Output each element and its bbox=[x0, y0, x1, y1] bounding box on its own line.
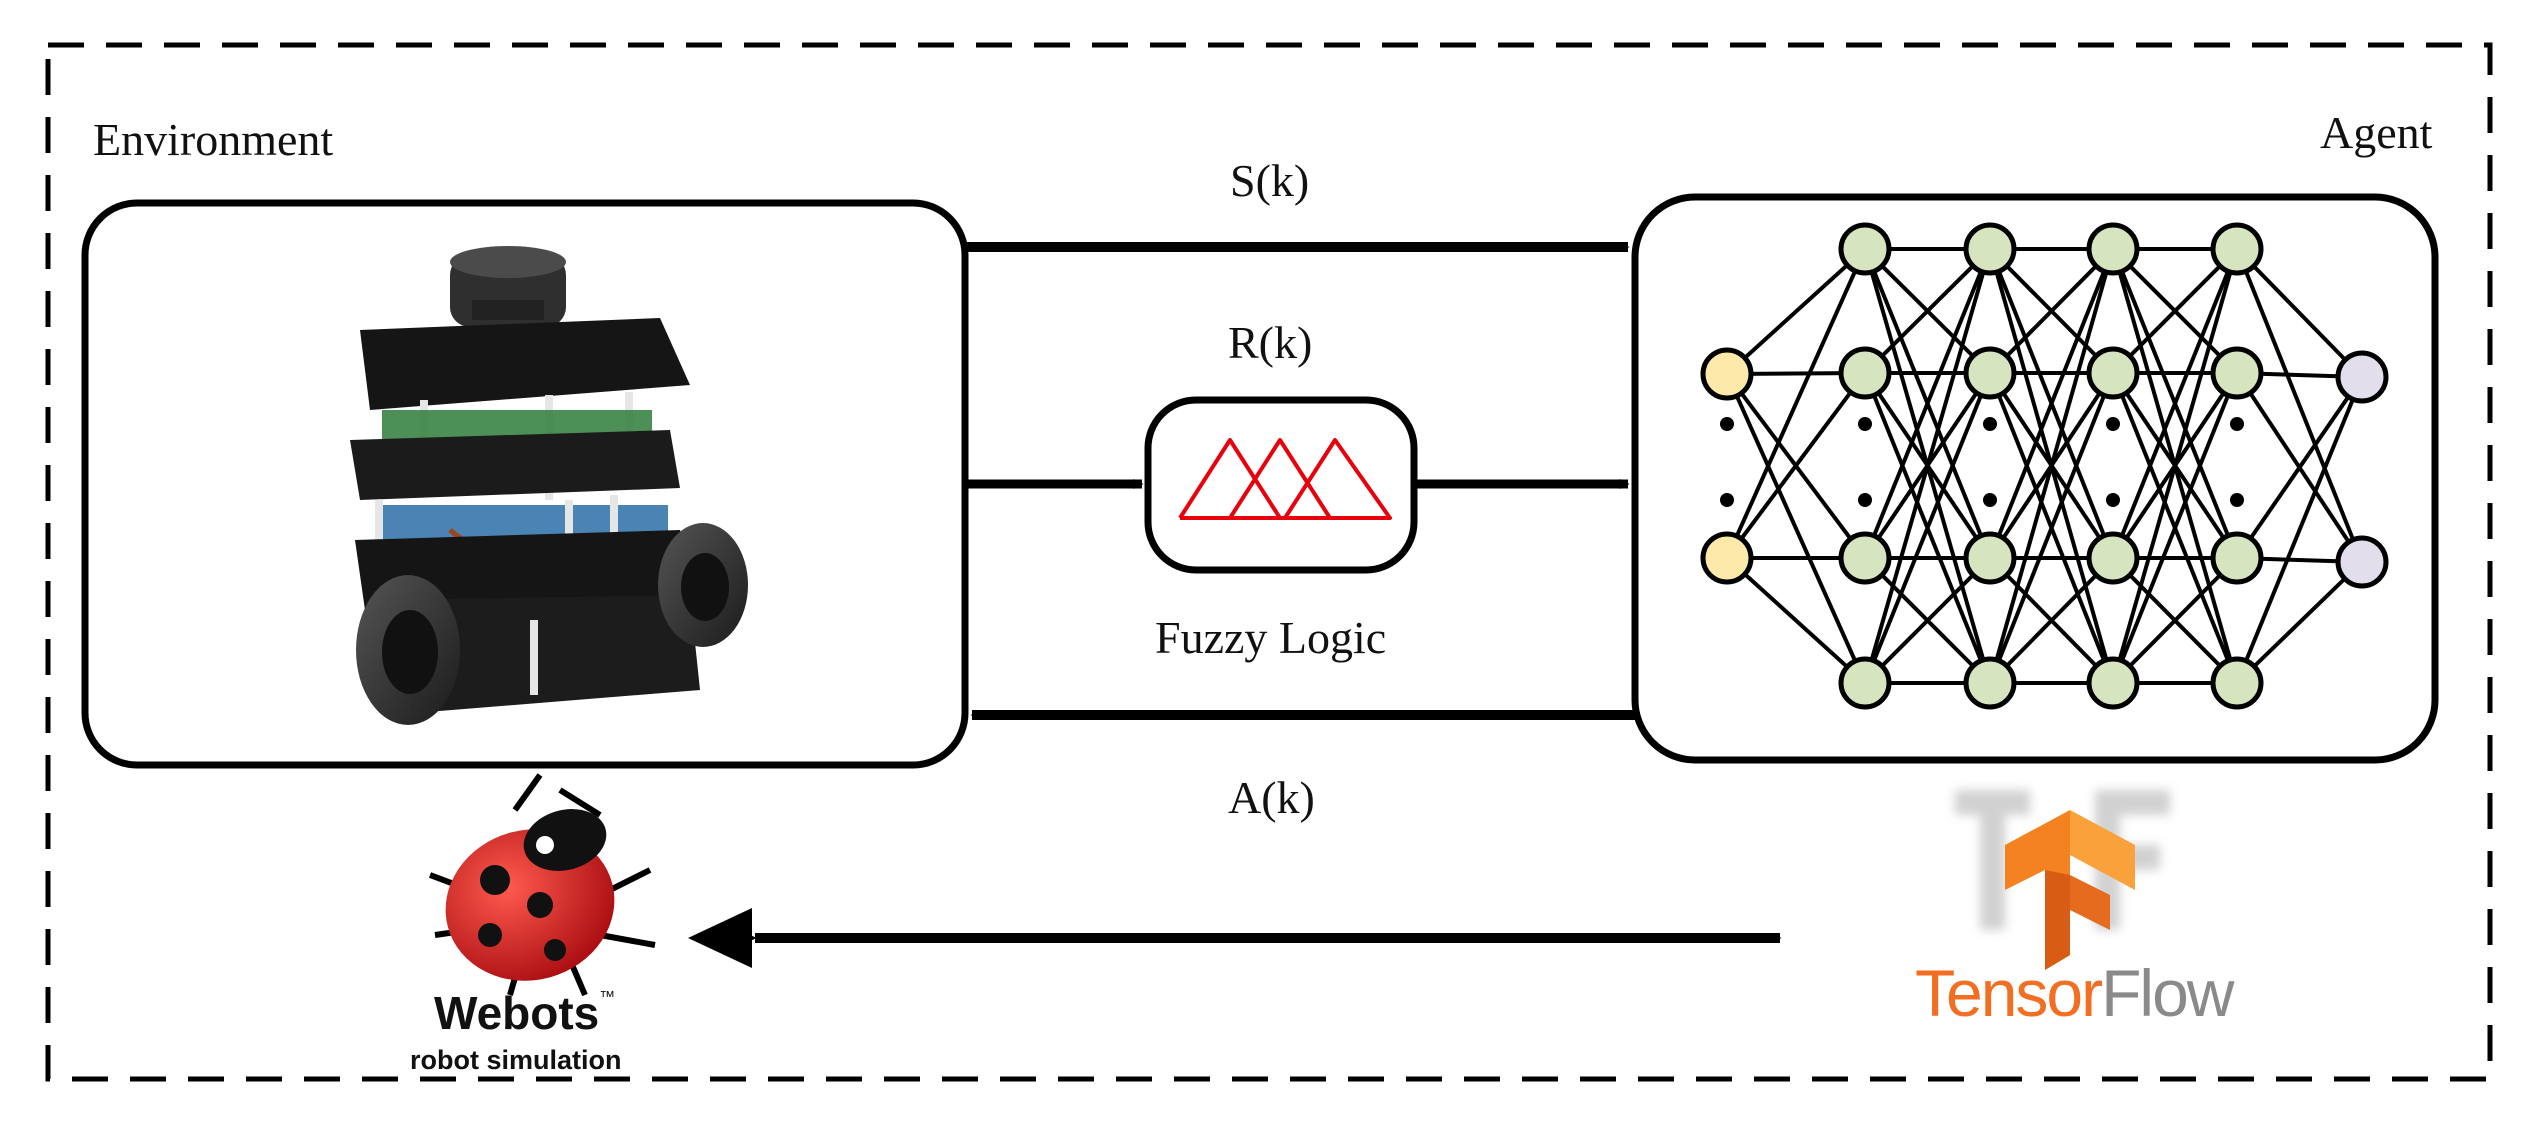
nn-hidden-node bbox=[2086, 531, 2140, 585]
webots-tagline: robot simulation bbox=[410, 1045, 622, 1075]
nn-ellipsis-dot bbox=[2230, 417, 2244, 431]
nn-edge bbox=[1863, 248, 1992, 684]
nn-ellipsis-dot bbox=[1720, 493, 1734, 507]
nn-hidden-node bbox=[2086, 656, 2140, 710]
nn-hidden-node bbox=[2210, 656, 2264, 710]
nn-hidden-node bbox=[2210, 222, 2264, 276]
nn-edge bbox=[2235, 247, 2364, 379]
nn-input-node bbox=[1700, 531, 1754, 585]
nn-edge bbox=[1863, 248, 1992, 559]
reward-label: R(k) bbox=[1228, 317, 1313, 368]
nn-hidden-node bbox=[1838, 656, 1892, 710]
turtlebot-robot-icon bbox=[350, 246, 748, 725]
tensorflow-wordmark: TensorFlow bbox=[1915, 960, 2234, 1026]
nn-edge bbox=[2111, 247, 2239, 375]
nn-edge bbox=[2235, 375, 2364, 560]
nn-output-node bbox=[2335, 535, 2389, 589]
agent-label: Agent bbox=[2320, 107, 2433, 158]
webots-wordmark: Webots™ bbox=[434, 987, 616, 1039]
nn-edge bbox=[1863, 247, 1992, 375]
nn-edge bbox=[2111, 556, 2239, 685]
nn-edge bbox=[1863, 556, 1992, 685]
nn-edge bbox=[2111, 248, 2239, 684]
nn-edge bbox=[1988, 248, 2115, 684]
nn-ellipsis-dot bbox=[2230, 493, 2244, 507]
nn-hidden-node bbox=[2086, 346, 2140, 400]
nn-ellipsis-dot bbox=[1720, 417, 1734, 431]
nn-hidden-node bbox=[1963, 531, 2017, 585]
state-label: S(k) bbox=[1230, 155, 1310, 206]
nn-output-node bbox=[2335, 350, 2389, 404]
outer-dashed-frame bbox=[45, 42, 2493, 1082]
tensorflow-part2: Flow bbox=[2101, 956, 2234, 1030]
fuzzy-logic-box bbox=[1144, 396, 1418, 574]
nn-ellipsis-dot bbox=[1983, 417, 1997, 431]
nn-edge bbox=[1725, 248, 1867, 559]
nn-edge bbox=[1725, 247, 1867, 376]
nn-edge bbox=[1725, 371, 1867, 560]
nn-edge bbox=[2235, 376, 2364, 684]
nn-ellipsis-dot bbox=[2106, 417, 2120, 431]
nn-edge bbox=[1988, 248, 2115, 559]
tensorflow-logo-icon bbox=[1955, 790, 2170, 970]
nn-edge bbox=[1863, 372, 1992, 684]
nn-ellipsis-dot bbox=[1858, 493, 1872, 507]
nn-ellipsis-dot bbox=[1983, 493, 1997, 507]
nn-edge bbox=[2111, 372, 2239, 684]
nn-hidden-node bbox=[1963, 346, 2017, 400]
webots-name: Webots bbox=[434, 987, 600, 1039]
fuzzy-logic-label: Fuzzy Logic bbox=[1155, 612, 1387, 663]
environment-label: Environment bbox=[93, 114, 334, 165]
nn-hidden-node bbox=[1838, 531, 1892, 585]
nn-edge bbox=[2111, 248, 2239, 559]
nn-edge bbox=[1988, 556, 2115, 685]
nn-hidden-node bbox=[1963, 222, 2017, 276]
fuzzy-membership-triangles-icon bbox=[1178, 438, 1392, 520]
nn-hidden-node bbox=[1963, 656, 2017, 710]
ladybug-logo-icon bbox=[428, 773, 656, 997]
webots-tm: ™ bbox=[599, 989, 616, 1006]
nn-edge bbox=[1988, 247, 2115, 375]
tensorflow-part1: Tensor bbox=[1915, 956, 2103, 1030]
nn-ellipsis-dot bbox=[2106, 493, 2120, 507]
nn-hidden-node bbox=[2086, 222, 2140, 276]
agent-box bbox=[1631, 193, 2439, 764]
nn-edge bbox=[2235, 248, 2364, 563]
nn-edge bbox=[1725, 556, 1867, 685]
nn-input-node bbox=[1700, 347, 1754, 401]
nn-edge bbox=[2235, 560, 2364, 685]
nn-hidden-node bbox=[2210, 531, 2264, 585]
neural-network-nodes bbox=[1700, 222, 2389, 710]
nn-ellipsis-dot bbox=[1858, 417, 1872, 431]
nn-hidden-node bbox=[1838, 222, 1892, 276]
nn-edge bbox=[1725, 373, 1867, 684]
nn-hidden-node bbox=[1838, 346, 1892, 400]
nn-hidden-node bbox=[2210, 346, 2264, 400]
action-label: A(k) bbox=[1228, 772, 1315, 823]
nn-edge bbox=[1988, 372, 2115, 684]
